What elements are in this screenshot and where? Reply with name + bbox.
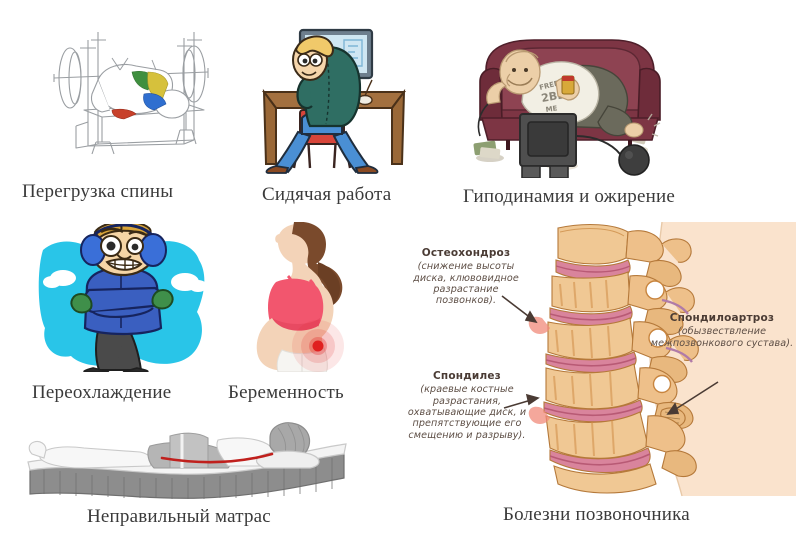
annotation-spondylosis-body: (краевые костные разрастания, охватывающ… bbox=[407, 384, 527, 441]
annotation-spondylosis: Спондилез (краевые костные разрастания, … bbox=[400, 370, 534, 441]
caption-hypothermia: Переохлаждение bbox=[32, 382, 172, 403]
illustration-pregnancy bbox=[232, 222, 382, 372]
illustration-hypothermia bbox=[37, 224, 212, 372]
annotation-osteochondrosis-heading: Остеохондроз bbox=[421, 247, 511, 259]
illustration-sedentary-work bbox=[252, 22, 417, 174]
caption-spine-diseases: Болезни позвоночника bbox=[503, 504, 690, 525]
annotation-spondyloarthrosis-heading: Спондилоартроз bbox=[669, 312, 775, 324]
annotation-osteochondrosis: Остеохондроз (снижение высоты диска, клю… bbox=[404, 247, 528, 307]
caption-sedentary-work: Сидячая работа bbox=[262, 184, 392, 205]
illustration-back-overload bbox=[36, 18, 226, 173]
annotation-osteochondrosis-body: (снижение высоты диска, клювовидное разр… bbox=[413, 261, 519, 307]
caption-back-overload: Перегрузка спины bbox=[22, 181, 174, 202]
illustration-spine-diseases: Остеохондроз (снижение высоты диска, клю… bbox=[400, 222, 800, 500]
annotation-spondyloarthrosis: Спондилоартроз (обызвествление межпозвон… bbox=[648, 312, 796, 349]
svg-text:ME: ME bbox=[545, 104, 558, 114]
caption-wrong-mattress: Неправильный матрас bbox=[87, 506, 271, 527]
annotation-spondyloarthrosis-body: (обызвествление межпозвонкового сустава)… bbox=[650, 326, 794, 349]
illustration-wrong-mattress bbox=[22, 412, 352, 504]
illustration-hypodynamia-obesity: FREE 2BE ME bbox=[462, 18, 677, 178]
caption-hypodynamia-obesity: Гиподинамия и ожирение bbox=[463, 186, 676, 207]
annotation-spondylosis-heading: Спондилез bbox=[433, 370, 501, 382]
caption-pregnancy: Беременность bbox=[228, 382, 344, 403]
